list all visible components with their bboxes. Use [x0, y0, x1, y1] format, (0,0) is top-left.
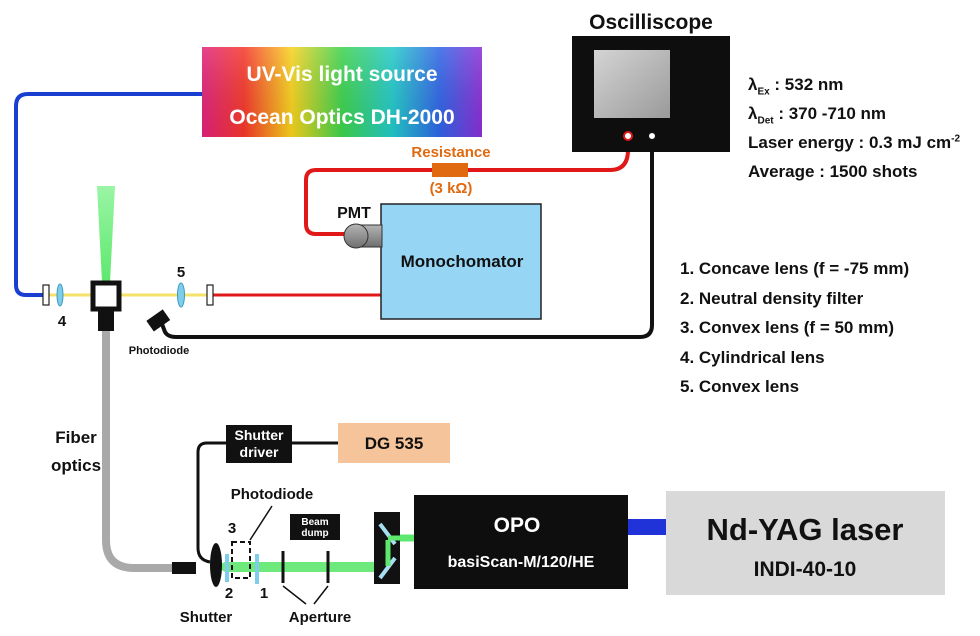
beam-dump	[290, 514, 340, 540]
laser-link	[626, 519, 666, 535]
photodiode-top-label: Photodiode	[129, 345, 190, 357]
average-shots: Average : 1500 shots	[748, 162, 918, 181]
green-pump-beam	[215, 562, 390, 572]
laser-energy: Laser energy : 0.3 mJ cm-2	[748, 133, 961, 152]
aperture-pointer-2	[313, 585, 329, 605]
opo-model: basiScan-M/120/HE	[448, 554, 595, 571]
green-beam-fan	[97, 186, 115, 282]
opo-box	[414, 495, 628, 589]
monochromator	[380, 203, 542, 320]
resistor	[432, 163, 468, 177]
oscilloscope-screen	[594, 50, 670, 118]
oscilloscope-port-red[interactable]	[623, 131, 633, 141]
excitation-wavelength: λEx : 532 nm	[748, 75, 844, 98]
mirror-lower	[378, 556, 397, 580]
photodiode-top	[146, 309, 171, 332]
photodiode-dashed-box	[231, 541, 251, 579]
lens-4	[56, 283, 64, 307]
beam-dump-line2: dump	[301, 528, 328, 539]
laser-title: Nd-YAG laser	[707, 512, 904, 547]
list-item: 5. Convex lens	[680, 377, 800, 396]
red-signal-cable	[304, 136, 630, 236]
oscilloscope-title: Oscilliscope	[589, 11, 713, 34]
mirror-upper	[378, 522, 397, 546]
aperture-pointer-1	[282, 585, 307, 605]
beam-dump-line1: Beam	[301, 517, 328, 528]
laser-model: INDI-40-10	[754, 558, 857, 581]
shutter-driver-line1: Shutter	[235, 427, 285, 443]
detection-wavelength: λDet : 370 -710 nm	[748, 104, 887, 127]
label-1: 1	[260, 585, 268, 602]
black-shutter-cable	[196, 441, 226, 564]
dg-535	[338, 423, 450, 463]
shutter-driver-line2: driver	[240, 444, 279, 460]
shutter-label: Shutter	[180, 609, 233, 626]
dg-535-label: DG 535	[365, 434, 424, 453]
fiber-tip	[172, 562, 196, 574]
shutter-driver	[226, 425, 292, 463]
blue-light-cable	[14, 92, 202, 297]
aperture-label: Aperture	[289, 609, 352, 626]
oscilloscope-port-black[interactable]	[647, 131, 657, 141]
resistance-label: Resistance	[411, 144, 490, 161]
pmt-label: PMT	[337, 205, 371, 222]
photodiode-bottom-label: Photodiode	[231, 486, 314, 503]
component-list: 1. Concave lens (f = -75 mm) 2. Neutral …	[680, 254, 909, 402]
black-photodiode-cable	[160, 136, 654, 339]
pmt-head	[343, 223, 369, 249]
lens-5	[177, 282, 185, 308]
laser-box	[666, 491, 945, 595]
lens-4-label: 4	[58, 313, 67, 330]
fiber-label-line1: Fiber	[55, 428, 97, 447]
slit-right	[206, 284, 214, 306]
shutter-lens-3	[210, 543, 222, 587]
resistance-value: (3 kΩ)	[430, 180, 473, 197]
lens-5-label: 5	[177, 264, 185, 281]
list-item: 2. Neutral density filter	[680, 288, 864, 308]
fiber-optic-cable	[102, 330, 176, 572]
fiber-label-line2: optics	[51, 456, 101, 475]
sample-holder	[90, 280, 122, 312]
sample-holder-stem	[98, 309, 114, 331]
light-source-line2: Ocean Optics DH-2000	[229, 106, 454, 129]
list-item: 4. Cylindrical lens	[680, 347, 825, 367]
label-2: 2	[225, 585, 233, 602]
opo-title: OPO	[494, 514, 541, 537]
list-item: 3. Convex lens (f = 50 mm)	[680, 318, 894, 337]
slit-left	[42, 284, 50, 306]
list-item: 1. Concave lens (f = -75 mm)	[680, 259, 910, 278]
light-source-line1: UV-Vis light source	[247, 63, 438, 86]
monochromator-label: Monochomator	[401, 252, 524, 271]
photodiode-pointer	[249, 505, 273, 541]
measurement-parameters: λEx : 532 nm λDet : 370 -710 nm Laser en…	[748, 70, 960, 186]
label-3: 3	[228, 520, 236, 537]
